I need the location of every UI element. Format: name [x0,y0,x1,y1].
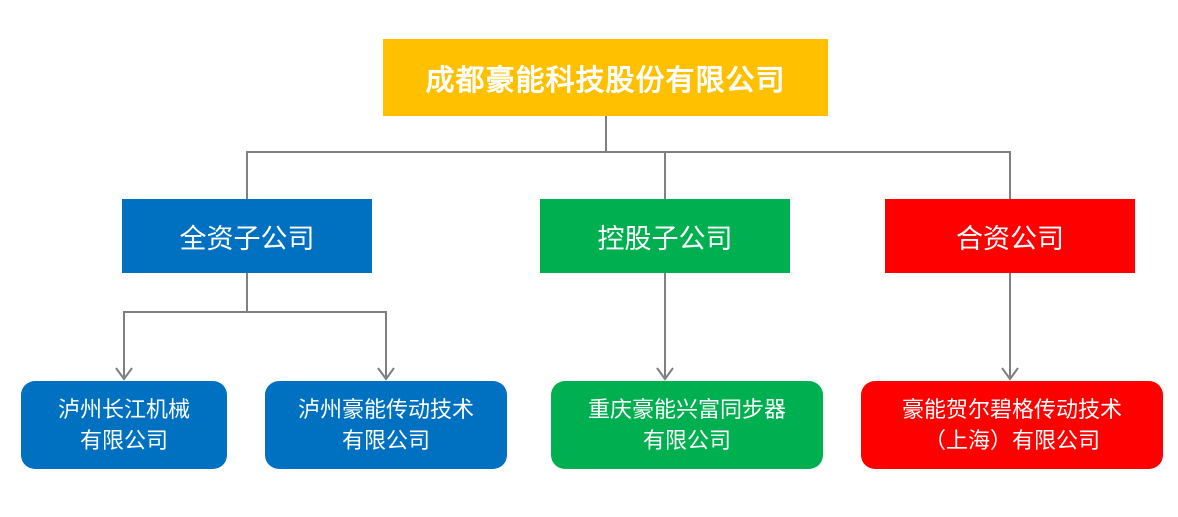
node-label-line2: 有限公司 [642,428,731,453]
connector-arrowhead [1001,367,1019,381]
node-label: 控股子公司 [597,223,733,254]
node-parent-company: 成都豪能科技股份有限公司 [383,39,828,116]
node-luzhou-haoneng-company: 泸州豪能传动技术 有限公司 [265,381,507,469]
connector-arrowhead [377,367,395,381]
node-label-line1: 重庆豪能兴富同步器 [587,397,786,422]
node-wholly-owned-subsidiary: 全资子公司 [122,199,372,273]
node-label: 成都豪能科技股份有限公司 [425,64,786,97]
node-haoneng-hoerbiger-shanghai-company: 豪能贺尔碧格传动技术 （上海）有限公司 [861,381,1163,469]
node-joint-venture: 合资公司 [885,199,1135,273]
node-label: 全资子公司 [179,223,315,254]
connector-arrowhead [656,367,674,381]
node-label-line2: 有限公司 [79,428,168,453]
node-holding-subsidiary: 控股子公司 [540,199,790,273]
node-label-line1: 泸州长江机械 [57,397,190,422]
node-label-line1: 泸州豪能传动技术 [297,397,474,422]
node-label-line2: 有限公司 [341,428,430,453]
connector-arrowhead [115,367,133,381]
node-luzhou-changjiang-company: 泸州长江机械 有限公司 [21,381,227,469]
node-label-line2: （上海）有限公司 [923,428,1100,453]
node-label: 合资公司 [956,223,1064,254]
node-chongqing-haoneng-xingfu-company: 重庆豪能兴富同步器 有限公司 [551,381,823,469]
node-label-line1: 豪能贺尔碧格传动技术 [901,397,1122,422]
